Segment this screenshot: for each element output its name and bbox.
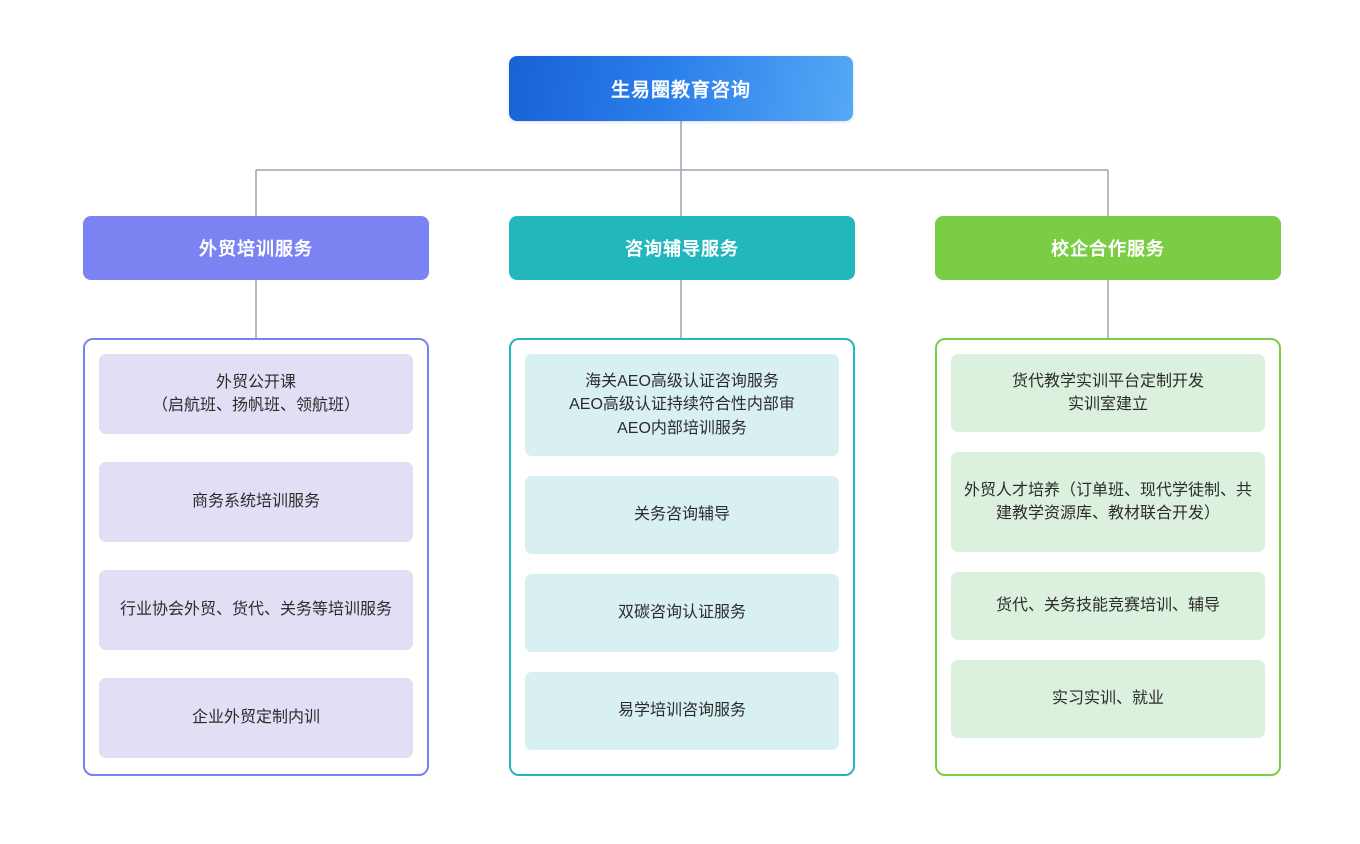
item-card[interactable]: 海关AEO高级认证咨询服务 AEO高级认证持续符合性内部审 AEO内部培训服务 (525, 354, 839, 456)
item-card[interactable]: 外贸公开课 （启航班、扬帆班、领航班） (99, 354, 413, 434)
root-node-label: 生易圈教育咨询 (610, 80, 751, 101)
category-header-label: 校企合作服务 (1051, 239, 1165, 259)
category-header-label: 咨询辅导服务 (625, 239, 739, 259)
item-card[interactable]: 企业外贸定制内训 (99, 678, 413, 758)
root-node[interactable]: 生易圈教育咨询 (509, 56, 853, 121)
item-card[interactable]: 货代教学实训平台定制开发 实训室建立 (951, 354, 1265, 432)
items-container-school-enterprise-cooperation: 货代教学实训平台定制开发 实训室建立 外贸人才培养（订单班、现代学徒制、共建教学… (935, 338, 1281, 776)
item-card[interactable]: 实习实训、就业 (951, 660, 1265, 738)
item-card[interactable]: 外贸人才培养（订单班、现代学徒制、共建教学资源库、教材联合开发） (951, 452, 1265, 552)
items-container-consulting-tutoring: 海关AEO高级认证咨询服务 AEO高级认证持续符合性内部审 AEO内部培训服务 … (509, 338, 855, 776)
item-card[interactable]: 双碳咨询认证服务 (525, 574, 839, 652)
category-header-label: 外贸培训服务 (199, 239, 313, 259)
category-header-school-enterprise-cooperation[interactable]: 校企合作服务 (935, 216, 1281, 280)
item-card[interactable]: 行业协会外贸、货代、关务等培训服务 (99, 570, 413, 650)
item-card[interactable]: 易学培训咨询服务 (525, 672, 839, 750)
item-card[interactable]: 货代、关务技能竞赛培训、辅导 (951, 572, 1265, 640)
item-card[interactable]: 商务系统培训服务 (99, 462, 413, 542)
category-header-foreign-trade-training[interactable]: 外贸培训服务 (83, 216, 429, 280)
item-card[interactable]: 关务咨询辅导 (525, 476, 839, 554)
items-container-foreign-trade-training: 外贸公开课 （启航班、扬帆班、领航班） 商务系统培训服务 行业协会外贸、货代、关… (83, 338, 429, 776)
category-header-consulting-tutoring[interactable]: 咨询辅导服务 (509, 216, 855, 280)
